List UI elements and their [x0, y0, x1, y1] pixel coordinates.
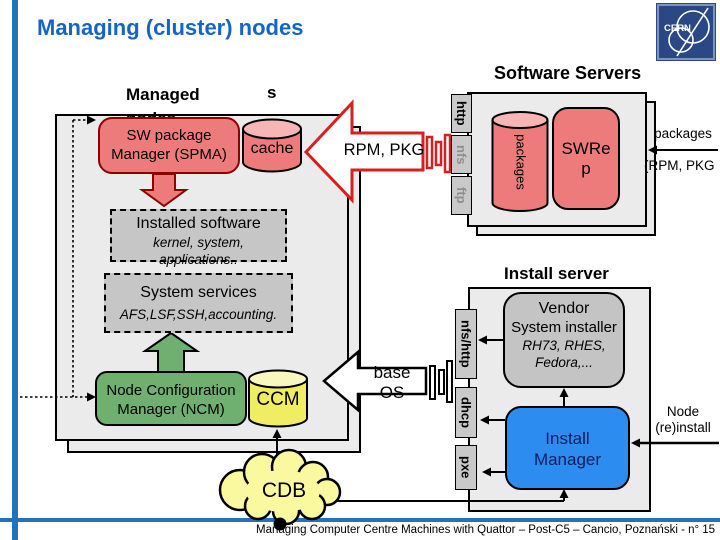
- managed-nodes-heading-line1: Managed: [126, 85, 200, 104]
- rpm-arrow-tail-bar-2: [434, 140, 443, 167]
- spma-label-line2: Manager (SPMA): [111, 146, 227, 163]
- logo-frame: [657, 4, 715, 60]
- installed-software-sub2: applications..: [159, 252, 238, 267]
- protocol-tab-ftp: ftp: [451, 176, 472, 215]
- dotted-arrowhead-spma: [87, 115, 96, 125]
- ncm-box: Node Configuration Manager (NCM): [95, 371, 247, 426]
- logo-text: CERN: [664, 23, 691, 34]
- install-manager-line1: Install: [545, 429, 590, 448]
- stray-s-text: s: [267, 83, 277, 102]
- swrep-label: SWRep: [561, 138, 611, 178]
- protocol-tab-pxe: pxe: [455, 445, 477, 490]
- ccm-cylinder-top: [248, 369, 308, 389]
- installed-software-box: Installed software kernel, system, appli…: [110, 209, 287, 267]
- node-reinstall-label: Node (re)install: [648, 404, 718, 436]
- cdb-cloud: [218, 448, 342, 531]
- cdb-ccm-arrowhead: [272, 429, 282, 438]
- vendor-nfshttp-arrowhead: [478, 335, 487, 345]
- rpm-pkg-arrow: [303, 99, 425, 204]
- cern-logo-graphic: CERN: [656, 3, 716, 61]
- im-dhcp-arrowhead: [480, 415, 489, 425]
- cache-cylinder-body: [242, 129, 302, 173]
- vendor-line1: Vendor: [538, 300, 590, 317]
- base-os-tail-bar-1: [429, 365, 436, 400]
- dotted-arrowhead-ncm: [87, 392, 96, 402]
- base-os-tail-bar-2: [438, 369, 445, 395]
- cache-label: cache: [250, 140, 294, 157]
- protocol-tab-dhcp: dhcp: [455, 387, 477, 438]
- node-reinstall-line2: (re)install: [655, 420, 711, 435]
- install-manager-box: Install Manager: [505, 406, 630, 490]
- base-os-label: base OS: [358, 363, 426, 403]
- logo-circle-small: [668, 27, 694, 53]
- cloud-center: [246, 470, 320, 512]
- left-accent-bar: [12, 0, 18, 540]
- spma-label-line1: SW package: [126, 127, 212, 144]
- spma-box: SW package Manager (SPMA): [98, 117, 240, 174]
- logo-diagonal: [676, 7, 709, 57]
- cache-cylinder-top: [242, 118, 302, 140]
- vendor-line2: System installer: [511, 319, 617, 336]
- protocol-tab-nfs: nfs: [451, 135, 472, 174]
- page-title: Managing (cluster) nodes: [37, 15, 304, 40]
- base-os-line2: OS: [379, 383, 405, 402]
- cloud-dot: [273, 517, 287, 531]
- spma-to-installed-arrow: [138, 173, 190, 208]
- ccm-cylinder-body: [248, 379, 308, 428]
- im-pxe-arrowhead: [482, 467, 491, 477]
- system-services-title: System services: [140, 284, 257, 301]
- install-manager-line2: Manager: [533, 450, 602, 469]
- system-services-sub: AFS,LSF,SSH,accounting.: [119, 307, 278, 322]
- packages-in-label: packages: [654, 126, 712, 141]
- installed-software-sub1: kernel, system,: [153, 235, 244, 250]
- packages-cylinder-label: packages: [514, 134, 529, 190]
- protocol-tab-http: http: [451, 94, 472, 133]
- packages-cylinder-top: [491, 111, 549, 129]
- cdb-im-arrowhead: [559, 489, 569, 498]
- base-os-arrow: [322, 349, 428, 413]
- vendor-sub2: Fedora,...: [535, 355, 593, 370]
- rpm-arrow-tail-bar-3: [443, 133, 452, 174]
- rpm-pkg-label: RPM, PKG: [343, 141, 425, 159]
- rpm-arrow-tail-bar-1: [425, 135, 434, 170]
- system-services-box: System services AFS,LSF,SSH,accounting.: [104, 273, 293, 333]
- node-reinstall-arrowhead: [631, 438, 640, 448]
- ccm-label: CCM: [256, 389, 300, 410]
- software-servers-heading: Software Servers: [494, 63, 642, 83]
- ncm-to-services-arrow: [141, 331, 201, 374]
- protocol-tab-nfshttp: nfs/http: [455, 309, 477, 379]
- packages-in-arrowhead: [648, 145, 657, 155]
- ncm-label-line2: Manager (NCM): [117, 401, 225, 418]
- footer-rule: [0, 518, 720, 522]
- base-os-line1: base: [373, 363, 411, 382]
- footer-text: Managing Computer Centre Machines with Q…: [256, 524, 716, 536]
- swrep-box: SWRep: [552, 107, 620, 210]
- packages-cylinder-body: [491, 120, 549, 212]
- vendor-installer-box: Vendor System installer RH73, RHES, Fedo…: [503, 292, 625, 388]
- cern-logo: CERN: [656, 3, 716, 61]
- rpm-pkg-in-label: (RPM, PKG: [644, 158, 715, 173]
- installed-software-title: Installed software: [136, 215, 261, 232]
- im-vendor-arrowhead: [559, 388, 569, 397]
- install-server-heading: Install server: [504, 264, 609, 283]
- node-reinstall-line1: Node: [666, 404, 700, 419]
- cdb-label: CDB: [261, 479, 307, 502]
- ncm-label-line1: Node Configuration: [106, 382, 236, 399]
- vendor-sub1: RH73, RHES,: [522, 338, 606, 353]
- base-os-tail-bar-3: [446, 360, 453, 403]
